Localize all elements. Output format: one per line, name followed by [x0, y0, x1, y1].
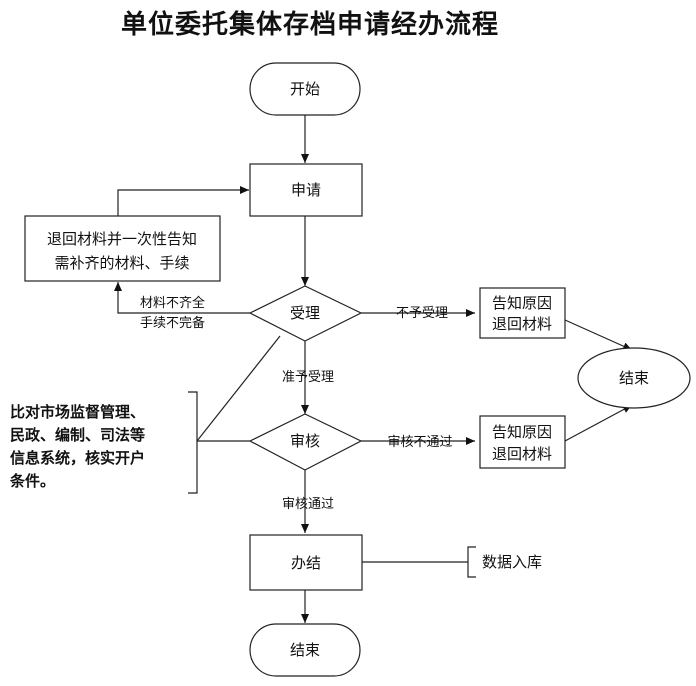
end-right-label: 结束	[619, 369, 649, 387]
apply-node	[249, 163, 363, 217]
notify1-label-line1: 告知原因	[492, 294, 552, 312]
edge-notify1-end	[564, 319, 633, 351]
annotation-bracket-database	[467, 546, 476, 578]
edge-label-incomplete-1: 材料不齐全	[140, 295, 205, 311]
edge-label-review-passed: 审核通过	[282, 497, 334, 512]
end-node-right	[577, 347, 691, 409]
edge-label-review-failed: 审核不通过	[387, 435, 452, 450]
annotation-connector-accept	[196, 335, 281, 442]
return-materials-box	[24, 215, 221, 282]
return-label-line1: 退回材料并一次性告知	[47, 230, 197, 248]
accept-decision	[248, 285, 363, 342]
notify2-label-line2: 退回材料	[492, 445, 552, 463]
edge-accept-return	[114, 282, 250, 314]
edge-label-not-accepted: 不予受理	[396, 306, 448, 321]
annotation-bracket-check	[188, 391, 198, 494]
start-label: 开始	[290, 80, 320, 98]
database-label: 数据入库	[482, 553, 542, 571]
end-node-bottom	[249, 623, 361, 677]
edge-return-apply	[117, 186, 249, 216]
page-title: 单位委托集体存档申请经办流程	[120, 10, 499, 40]
review-label: 审核	[290, 432, 320, 450]
review-decision	[248, 413, 363, 471]
apply-label: 申请	[291, 181, 321, 199]
notify2-label-line1: 告知原因	[492, 423, 552, 441]
check-note-line3: 信息系统，核实开户	[10, 449, 145, 467]
accept-label: 受理	[290, 304, 320, 322]
check-note-line4: 条件。	[9, 472, 55, 490]
notify-box-1	[479, 287, 566, 339]
start-node	[249, 62, 361, 116]
edge-label-incomplete-2: 手续不完备	[140, 315, 205, 331]
check-note-line2: 民政、编制、司法等	[10, 426, 145, 444]
edge-notify2-end	[564, 404, 633, 442]
complete-node	[249, 534, 363, 591]
check-note-line1: 比对市场监督管理、	[10, 403, 145, 421]
edge-label-accepted: 准予受理	[282, 370, 334, 385]
complete-label: 办结	[291, 554, 321, 572]
notify-box-2	[479, 415, 566, 469]
return-label-line2: 需补齐的材料、手续	[54, 254, 189, 272]
end-bottom-label: 结束	[290, 641, 320, 659]
notify1-label-line2: 退回材料	[492, 315, 552, 333]
